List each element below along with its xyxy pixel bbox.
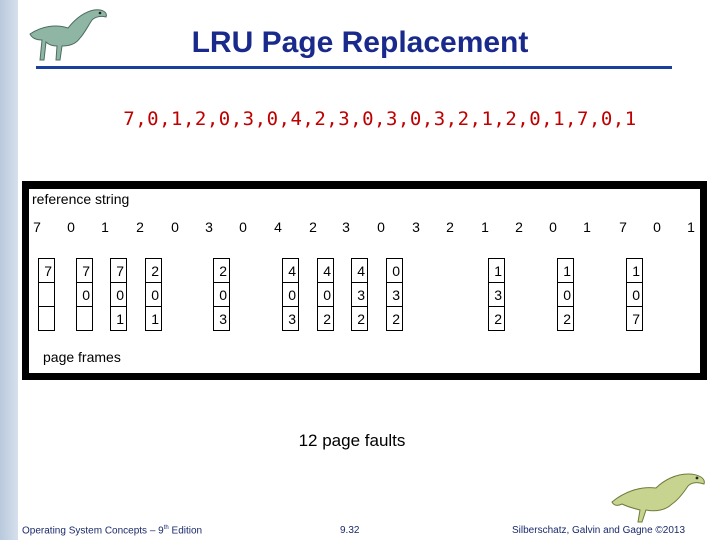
- frame-cell: 1: [557, 258, 574, 283]
- frame-cell: 0: [282, 282, 299, 307]
- frame-cell: 0: [557, 282, 574, 307]
- reference-number: 0: [377, 219, 385, 235]
- reference-number: 2: [515, 219, 523, 235]
- frame-cell: [38, 282, 55, 307]
- frame-cell: 4: [351, 258, 368, 283]
- reference-string-label: reference string: [32, 191, 130, 207]
- frame-cell: 7: [626, 306, 643, 331]
- reference-number: 0: [653, 219, 661, 235]
- slide-title: LRU Page Replacement: [191, 26, 529, 59]
- frame-cell: 1: [110, 306, 127, 331]
- page-faults-count: 12 page faults: [298, 431, 406, 450]
- reference-number: 1: [687, 219, 695, 235]
- frame-cell: 2: [213, 258, 230, 283]
- frame-cell: 3: [351, 282, 368, 307]
- footer-copyright: Silberschatz, Galvin and Gagne ©2013: [512, 525, 686, 536]
- dinosaur-footer-icon: [611, 473, 705, 523]
- frame-cell: 3: [213, 306, 230, 331]
- reference-number: 1: [481, 219, 489, 235]
- reference-number: 1: [101, 219, 109, 235]
- footer-page-number: 9.32: [340, 525, 360, 536]
- frame-cell: 0: [213, 282, 230, 307]
- frame-cell: 0: [145, 282, 162, 307]
- frame-cell: 0: [76, 282, 93, 307]
- frame-cell: 2: [557, 306, 574, 331]
- reference-number: 1: [583, 219, 591, 235]
- reference-number: 3: [412, 219, 420, 235]
- frame-cell: 1: [145, 306, 162, 331]
- footer-book-title: Operating System Concepts – 9th Edition: [22, 525, 203, 537]
- reference-number: 4: [274, 219, 282, 235]
- frame-cell: 2: [386, 306, 403, 331]
- frame-cell: [76, 306, 93, 331]
- dinosaur-logo-icon: [29, 9, 107, 61]
- left-accent-bar: [0, 0, 18, 540]
- frame-column: 7: [38, 258, 57, 331]
- reference-number: 7: [33, 219, 41, 235]
- reference-number: 7: [619, 219, 627, 235]
- frame-cell: 2: [488, 306, 505, 331]
- frame-cell: 2: [351, 306, 368, 331]
- frame-cell: 2: [145, 258, 162, 283]
- frame-cell: 1: [488, 258, 505, 283]
- title-underline: [36, 66, 672, 69]
- frame-cell: 3: [386, 282, 403, 307]
- reference-number: 0: [549, 219, 557, 235]
- frame-cell: 4: [282, 258, 299, 283]
- frame-cell: 2: [317, 306, 334, 331]
- frame-cell: 4: [317, 258, 334, 283]
- reference-number: 0: [67, 219, 75, 235]
- reference-number: 3: [205, 219, 213, 235]
- frame-cell: [38, 306, 55, 331]
- reference-sequence: 7,0,1,2,0,3,0,4,2,3,0,3,0,3,2,1,2,0,1,7,…: [123, 108, 637, 130]
- frame-cell: 3: [488, 282, 505, 307]
- page-frames-label: page frames: [43, 349, 121, 365]
- frame-cell: 1: [626, 258, 643, 283]
- frame-cell: 0: [386, 258, 403, 283]
- reference-number: 2: [446, 219, 454, 235]
- frame-cell: 0: [317, 282, 334, 307]
- frame-cell: 7: [76, 258, 93, 283]
- reference-number: 3: [342, 219, 350, 235]
- reference-number: 2: [309, 219, 317, 235]
- frame-cell: 0: [626, 282, 643, 307]
- reference-number: 0: [171, 219, 179, 235]
- reference-number: 2: [136, 219, 144, 235]
- reference-number: 0: [239, 219, 247, 235]
- frame-cell: 7: [38, 258, 55, 283]
- frame-cell: 0: [110, 282, 127, 307]
- frame-cell: 3: [282, 306, 299, 331]
- frame-cell: 7: [110, 258, 127, 283]
